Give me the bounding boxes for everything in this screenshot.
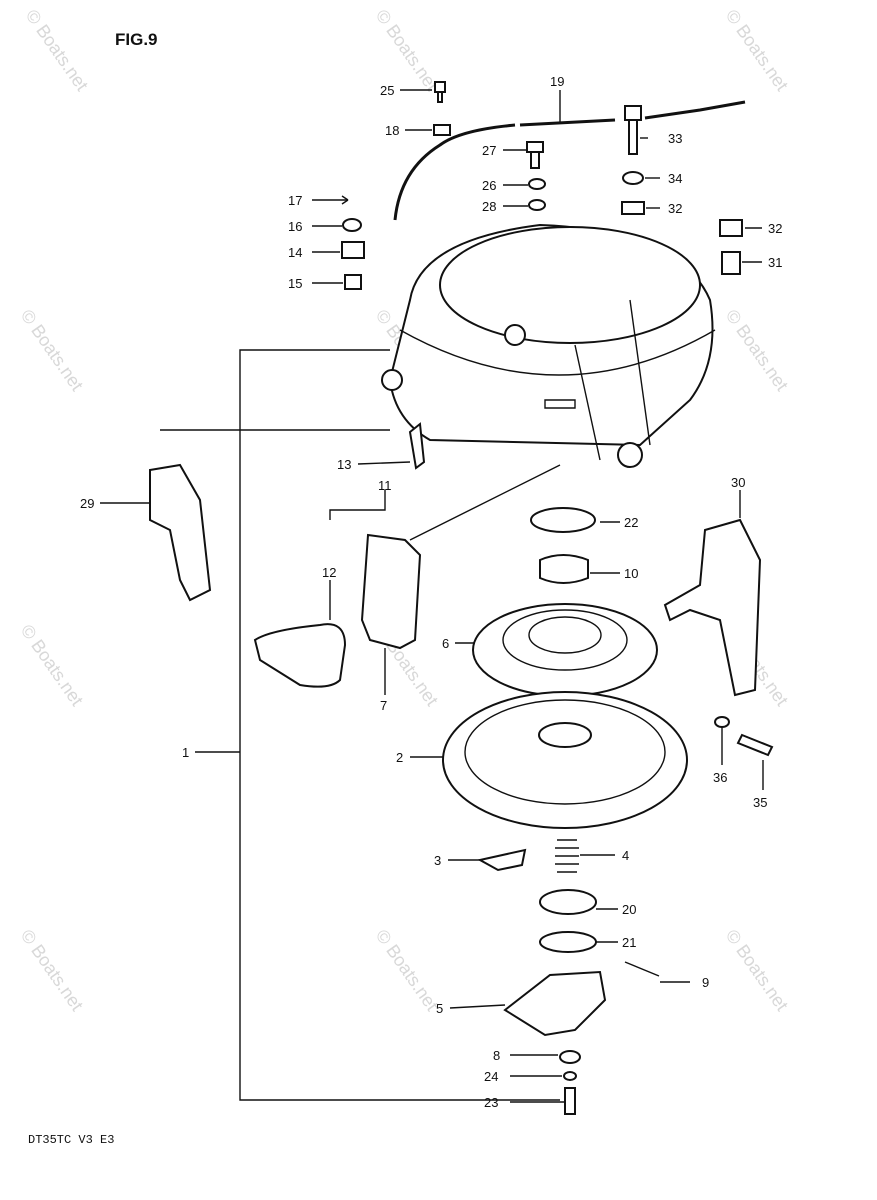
callout-32: 32 bbox=[668, 201, 682, 216]
watermark: © Boats.net bbox=[372, 6, 442, 95]
callout-19: 19 bbox=[550, 74, 564, 89]
callout-9: 9 bbox=[702, 975, 709, 990]
callout-6: 6 bbox=[442, 636, 449, 651]
starter-case bbox=[381, 223, 716, 468]
watermark: © Boats.net bbox=[722, 306, 792, 395]
collar-31 bbox=[721, 251, 741, 275]
bolt-23 bbox=[564, 1087, 576, 1115]
assembly-bracket bbox=[239, 349, 560, 1101]
ring-22 bbox=[530, 507, 596, 533]
callout-30: 30 bbox=[731, 475, 745, 490]
cable-tube bbox=[519, 118, 616, 127]
washer-28 bbox=[528, 199, 546, 211]
washer-8 bbox=[559, 1050, 581, 1064]
watermark: © Boats.net bbox=[17, 926, 87, 1015]
callout-26: 26 bbox=[482, 178, 496, 193]
bolt-35 bbox=[736, 733, 774, 757]
callout-7: 7 bbox=[380, 698, 387, 713]
callout-12: 12 bbox=[322, 565, 336, 580]
ring-21 bbox=[539, 931, 597, 953]
callout-14: 14 bbox=[288, 245, 302, 260]
handle-12 bbox=[253, 623, 347, 688]
callout-29: 29 bbox=[80, 496, 94, 511]
cable-end bbox=[644, 100, 746, 120]
callout-22: 22 bbox=[624, 515, 638, 530]
callout-27: 27 bbox=[482, 143, 496, 158]
callout-15: 15 bbox=[288, 276, 302, 291]
callout-2: 2 bbox=[396, 750, 403, 765]
rope-11 bbox=[409, 464, 561, 541]
washer-24 bbox=[563, 1071, 577, 1081]
watermark: © Boats.net bbox=[17, 621, 87, 710]
washer-36 bbox=[714, 716, 730, 728]
rope-guide-7 bbox=[360, 533, 422, 650]
callouts: 25 19 18 27 33 26 34 28 32 17 16 32 14 3… bbox=[80, 74, 782, 1110]
watermark: © Boats.net bbox=[22, 6, 92, 95]
callout-34: 34 bbox=[668, 171, 682, 186]
callout-10: 10 bbox=[624, 566, 638, 581]
callout-20: 20 bbox=[622, 902, 636, 917]
nut-26 bbox=[528, 178, 546, 190]
callout-11: 11 bbox=[378, 478, 392, 493]
guide-13 bbox=[408, 422, 426, 470]
callout-4: 4 bbox=[622, 848, 629, 863]
callout-32-right: 32 bbox=[768, 221, 782, 236]
callout-8: 8 bbox=[493, 1048, 500, 1063]
spring-9 bbox=[624, 961, 660, 977]
callout-16: 16 bbox=[288, 219, 302, 234]
callout-33: 33 bbox=[668, 131, 682, 146]
callout-28: 28 bbox=[482, 199, 496, 214]
figure-title: FIG.9 bbox=[115, 30, 158, 49]
clip-15 bbox=[344, 274, 362, 290]
callout-18: 18 bbox=[385, 123, 399, 138]
callout-21: 21 bbox=[622, 935, 636, 950]
callout-1: 1 bbox=[182, 745, 189, 760]
bushing-10 bbox=[539, 554, 589, 584]
washer-34 bbox=[622, 171, 644, 185]
bracket-29 bbox=[149, 463, 212, 602]
arrow-17 bbox=[341, 195, 349, 205]
callout-31: 31 bbox=[768, 255, 782, 270]
cable bbox=[393, 123, 516, 221]
figure-footer: DT35TC V3 E3 bbox=[28, 1133, 114, 1147]
bolt-27 bbox=[526, 141, 544, 169]
washer-16 bbox=[342, 218, 362, 232]
bracket-30 bbox=[663, 518, 762, 697]
grommet-14 bbox=[341, 241, 365, 259]
callout-5: 5 bbox=[436, 1001, 443, 1016]
spring-20 bbox=[539, 889, 597, 915]
callout-25: 25 bbox=[380, 83, 394, 98]
callout-36: 36 bbox=[713, 770, 727, 785]
callout-3: 3 bbox=[434, 853, 441, 868]
callout-13: 13 bbox=[337, 457, 351, 472]
leader-lines bbox=[100, 89, 764, 1103]
callout-23: 23 bbox=[484, 1095, 498, 1110]
bolt-33 bbox=[624, 105, 642, 155]
callout-24: 24 bbox=[484, 1069, 498, 1084]
cable-clamp bbox=[433, 124, 451, 136]
watermarks: © Boats.net © Boats.net © Boats.net © Bo… bbox=[17, 6, 792, 1015]
nut-32-side bbox=[719, 219, 743, 237]
spring-4 bbox=[555, 839, 579, 873]
bolt-25 bbox=[434, 81, 446, 103]
watermark: © Boats.net bbox=[722, 926, 792, 1015]
plate-5 bbox=[503, 970, 607, 1037]
pawl-3 bbox=[477, 848, 527, 872]
nut-32 bbox=[621, 201, 645, 215]
watermark: © Boats.net bbox=[722, 6, 792, 95]
spring-6 bbox=[472, 603, 658, 697]
callout-35: 35 bbox=[753, 795, 767, 810]
watermark: © Boats.net bbox=[17, 306, 87, 395]
reel-2 bbox=[442, 691, 688, 829]
callout-17: 17 bbox=[288, 193, 302, 208]
watermark: © Boats.net bbox=[372, 926, 442, 1015]
